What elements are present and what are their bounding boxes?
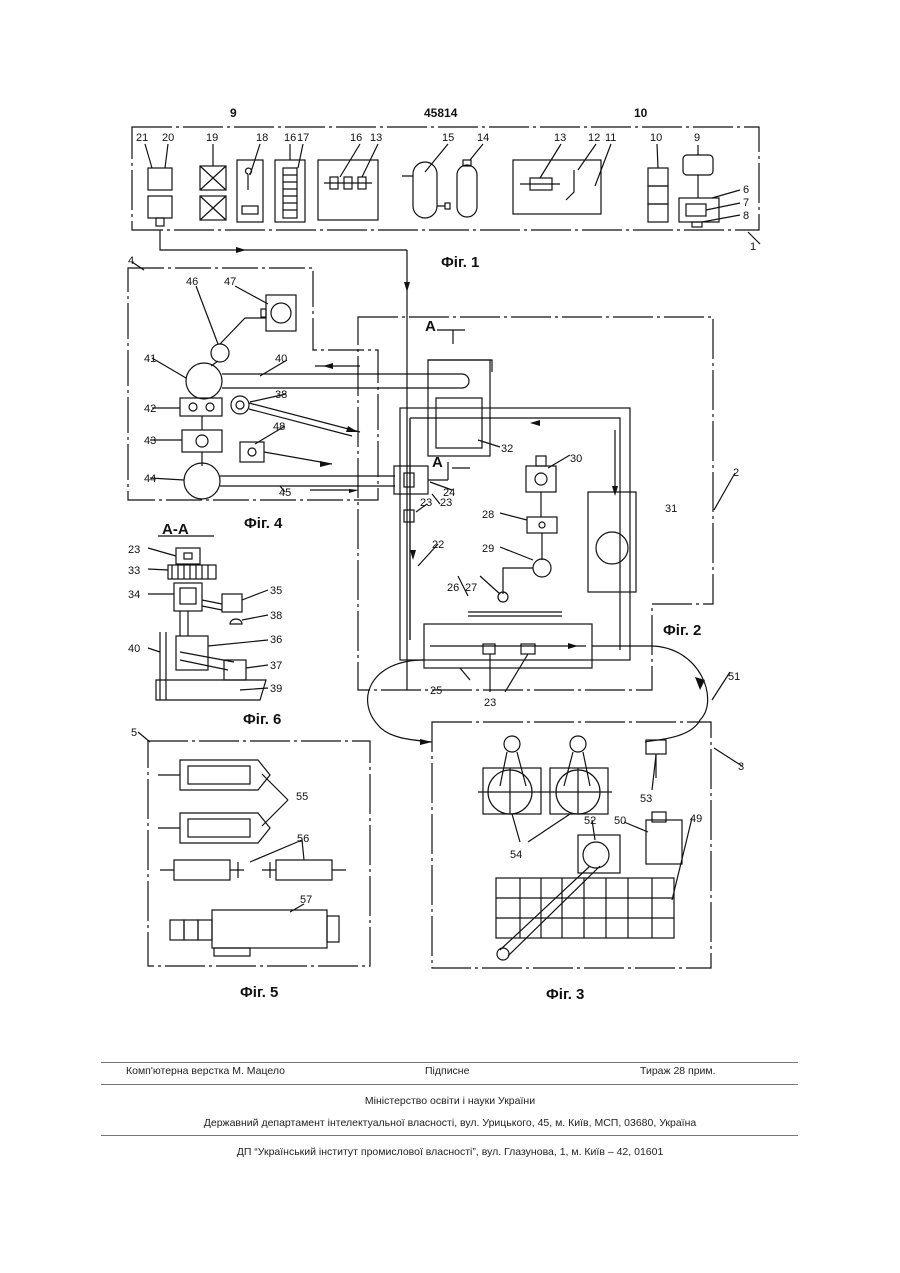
fig2-part-label: 29 — [482, 543, 494, 555]
fig1-part-label: 8 — [743, 210, 749, 222]
fig3-part-label: 54 — [510, 849, 522, 861]
fig3-caption: Фіг. 3 — [546, 986, 584, 1003]
footer-rule-1 — [101, 1062, 798, 1063]
fig2-part-label: 30 — [570, 453, 582, 465]
fig6-part-label: 37 — [270, 660, 282, 672]
fig2-part-label: 32 — [501, 443, 513, 455]
figure-5 — [138, 732, 370, 966]
fig4-part-label: 45 — [279, 487, 291, 499]
fig2-part-label: 2 — [733, 467, 739, 479]
fig6-part-label: 38 — [270, 610, 282, 622]
fig4-part-label: 46 — [186, 276, 198, 288]
fig6-section-title: А-А — [162, 521, 189, 538]
fig1-part-label: 13 — [554, 132, 566, 144]
fig1-part-label: 13 — [370, 132, 382, 144]
fig2-part-label: 26 — [447, 582, 459, 594]
fig4-part-label: 40 — [275, 353, 287, 365]
fig1-caption: Фіг. 1 — [441, 254, 479, 271]
fig1-part-label: 1 — [750, 241, 756, 253]
fig1-part-label: 10 — [650, 132, 662, 144]
fig4-part-label: 47 — [224, 276, 236, 288]
fig1-part-label: 14 — [477, 132, 489, 144]
flow-arrows — [236, 247, 705, 745]
fig4-part-label: 44 — [144, 473, 156, 485]
footer-rule-2 — [101, 1084, 798, 1085]
fig4-part-label: 38 — [275, 389, 287, 401]
fig5-part-label: 56 — [297, 833, 309, 845]
fig1-part-label: 9 — [694, 132, 700, 144]
footer-circulation: Тираж 28 прим. — [640, 1065, 716, 1077]
fig3-part-label: 3 — [738, 761, 744, 773]
fig1-part-label: 11 — [605, 132, 616, 144]
fig6-part-label: 39 — [270, 683, 282, 695]
fig3-part-label: 49 — [690, 813, 702, 825]
footer-department: Державний департамент інтелектуальної вл… — [0, 1117, 900, 1129]
figure-labels: Фіг. 1 А А Фіг. 2 Фіг. 4 А-А Фіг. 6 Фіг.… — [128, 132, 756, 1003]
section-mark-bottom: А — [432, 454, 443, 471]
fig2-caption: Фіг. 2 — [663, 622, 701, 639]
fig6-part-label: 36 — [270, 634, 282, 646]
fig6-part-label: 23 — [128, 544, 140, 556]
footer-institute: ДП “Український інститут промислової вла… — [0, 1146, 900, 1158]
fig2-part-label: 23 — [420, 497, 432, 509]
fig1-part-label: 6 — [743, 184, 749, 196]
fig4-part-label: 4 — [128, 255, 134, 267]
fig4-part-label: 43 — [144, 435, 156, 447]
footer-layout: Комп'ютерна верстка М. Мацело — [126, 1065, 285, 1077]
fig5-part-label: 5 — [131, 727, 137, 739]
footer-rule-3 — [101, 1135, 798, 1136]
fig2-part-label: 22 — [432, 539, 444, 551]
fig6-part-label: 33 — [128, 565, 140, 577]
fig5-part-label: 57 — [300, 894, 312, 906]
fig2-part-label: 27 — [465, 582, 477, 594]
fig1-part-label: 7 — [743, 197, 749, 209]
fig1-part-label: 12 — [588, 132, 600, 144]
fig2-part-label: 23 — [484, 697, 496, 709]
fig4-caption: Фіг. 4 — [244, 515, 283, 532]
fig3-part-label: 50 — [614, 815, 626, 827]
section-mark-top: А — [425, 318, 436, 335]
footer-signed: Підписне — [425, 1065, 469, 1077]
fig1-part-label: 18 — [256, 132, 268, 144]
fig1-part-label: 20 — [162, 132, 174, 144]
fig5-part-label: 55 — [296, 791, 308, 803]
fig3-part-label: 52 — [584, 815, 596, 827]
fig2-part-label: 28 — [482, 509, 494, 521]
fig1-part-label: 16 — [350, 132, 362, 144]
fig5-caption: Фіг. 5 — [240, 984, 278, 1001]
fig3-part-label: 51 — [728, 671, 740, 683]
fig4-part-label: 41 — [144, 353, 156, 365]
fig6-part-label: 35 — [270, 585, 282, 597]
fig2-part-label: 23 — [440, 497, 452, 509]
fig6-part-label: 34 — [128, 589, 140, 601]
fig1-part-label: 17 — [297, 132, 309, 144]
fig6-part-label: 40 — [128, 643, 140, 655]
fig1-part-label: 19 — [206, 132, 218, 144]
figure-6 — [148, 536, 268, 700]
footer-ministry: Міністерство освіти і науки України — [0, 1095, 900, 1107]
fig6-caption: Фіг. 6 — [243, 711, 281, 728]
fig4-part-label: 42 — [144, 403, 156, 415]
fig2-part-label: 25 — [430, 685, 442, 697]
figure-4 — [128, 262, 469, 500]
figure-1 — [132, 127, 760, 244]
fig1-part-label: 15 — [442, 132, 454, 144]
fig2-part-label: 31 — [665, 503, 677, 515]
fig4-part-label: 48 — [273, 421, 285, 433]
fig3-part-label: 53 — [640, 793, 652, 805]
technical-drawing: Фіг. 1 А А Фіг. 2 Фіг. 4 А-А Фіг. 6 Фіг.… — [0, 0, 900, 1010]
fig1-part-label: 16 — [284, 132, 296, 144]
fig1-part-label: 21 — [136, 132, 148, 144]
